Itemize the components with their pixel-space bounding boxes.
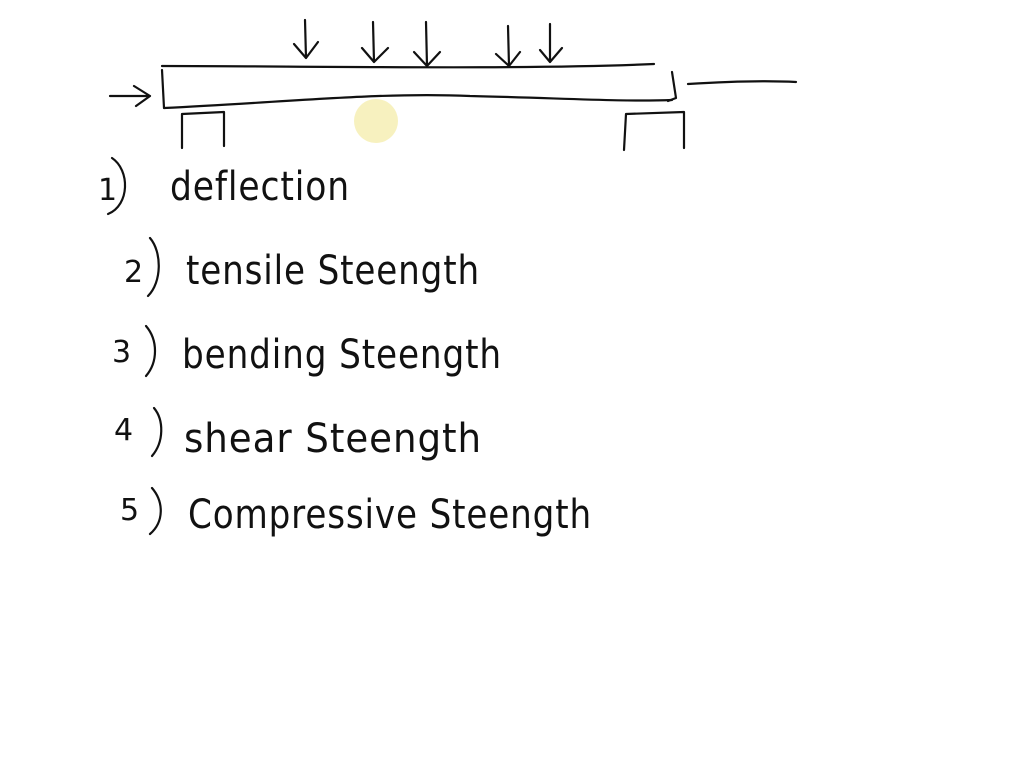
bracket-icon bbox=[150, 406, 163, 458]
list-item-5-text: Compressive Steength bbox=[188, 492, 592, 538]
load-arrow-icon bbox=[494, 24, 522, 68]
beam-bottom-edge bbox=[162, 93, 674, 110]
bracket-icon bbox=[148, 486, 162, 536]
list-item-2-text: tensile Steength bbox=[186, 248, 480, 294]
beam-top-edge bbox=[160, 62, 656, 69]
list-number-5: 5 bbox=[120, 493, 140, 528]
right-support-icon bbox=[622, 110, 686, 152]
bracket-icon bbox=[146, 236, 160, 298]
load-arrows bbox=[292, 18, 564, 68]
beam bbox=[160, 62, 678, 110]
list-number-2: 2 bbox=[124, 255, 144, 290]
list-item-3-text: bending Steength bbox=[182, 332, 502, 378]
list-item-4-text: shear Steength bbox=[184, 416, 482, 462]
load-arrow-icon bbox=[412, 20, 442, 68]
cursor-highlight bbox=[354, 99, 398, 143]
axial-force-arrow-icon bbox=[108, 84, 152, 108]
left-support-icon bbox=[180, 110, 226, 150]
list-number-3: 3 bbox=[112, 335, 132, 370]
list-brackets bbox=[106, 156, 163, 536]
beam-right-edge bbox=[666, 70, 678, 103]
list-item-1-text: deflection bbox=[170, 164, 350, 210]
list-number-4: 4 bbox=[114, 413, 134, 448]
list-number-1: 1 bbox=[98, 173, 118, 208]
load-arrow-icon bbox=[360, 20, 390, 64]
load-arrow-icon bbox=[538, 22, 564, 64]
extension-line bbox=[686, 80, 798, 86]
bracket-icon bbox=[106, 156, 127, 216]
bracket-icon bbox=[144, 324, 157, 378]
beam-left-edge bbox=[160, 68, 166, 110]
load-arrow-icon bbox=[292, 18, 320, 60]
